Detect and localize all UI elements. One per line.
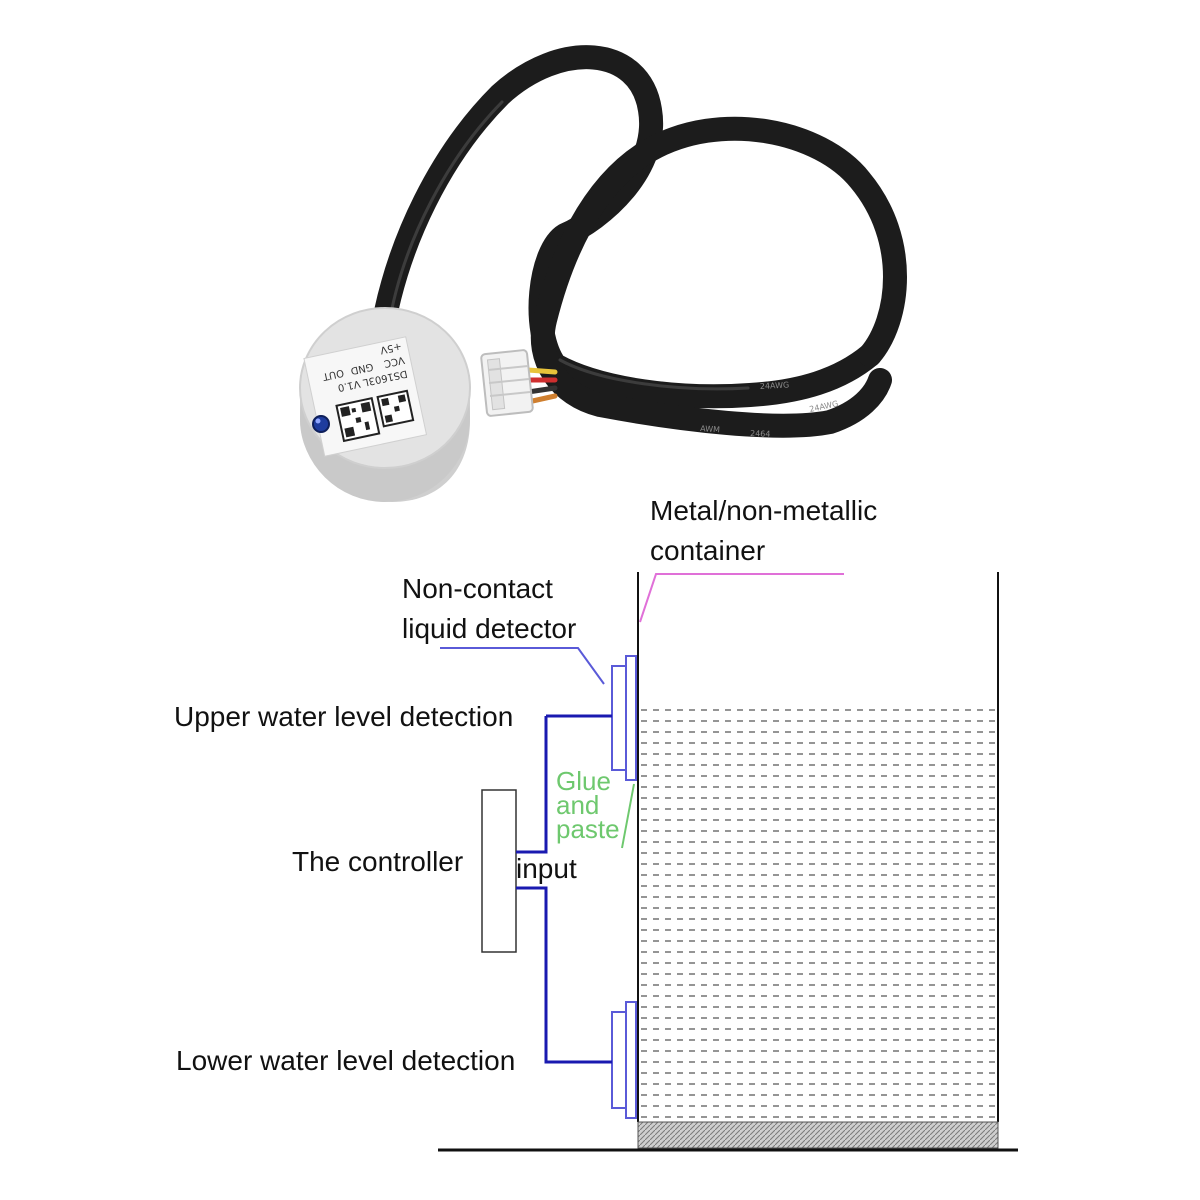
qr-code-icon (335, 397, 381, 443)
container-leader-line (639, 573, 844, 623)
detector-label-line1: Non-contact (402, 573, 553, 604)
water-fill (640, 706, 996, 1120)
cable-print-4: 2464 (750, 429, 771, 439)
glue-label-line3: paste (556, 814, 620, 844)
sensor-body: DS1603L V1.0 VCC GND OUT +5V (299, 307, 471, 502)
sensor-sticker: DS1603L V1.0 VCC GND OUT +5V (303, 336, 428, 457)
product-photo: 24AWG 24AWG AWM 2464 DS1603L V1.0 VCC GN… (299, 45, 907, 502)
upper-sensor (611, 655, 637, 781)
cable-print-1: 24AWG (760, 380, 790, 391)
container-label-line1: Metal/non-metallic (650, 495, 877, 526)
sticker-vcc: VCC (383, 354, 406, 369)
detector-leader-line (440, 647, 605, 685)
jst-connector (480, 349, 534, 417)
sensor-cable (368, 45, 907, 438)
wiring (516, 714, 612, 1064)
detector-label-line2: liquid detector (402, 613, 576, 644)
container-base (637, 1121, 999, 1149)
installation-diagram: Metal/non-metallic container Non-contact… (174, 495, 1018, 1152)
input-label: input (516, 853, 577, 884)
controller-box (481, 789, 517, 953)
led-indicator-icon (312, 415, 330, 433)
lower-level-label: Lower water level detection (176, 1045, 515, 1076)
sticker-out: OUT (321, 367, 345, 382)
glue-label-line1: Glue (556, 766, 611, 796)
sticker-5v: +5V (379, 340, 403, 355)
upper-level-label: Upper water level detection (174, 701, 513, 732)
glue-leader-line (621, 783, 635, 849)
glue-label-line2: and (556, 790, 599, 820)
cable-print-3: AWM (700, 424, 721, 434)
lower-sensor (611, 1001, 637, 1119)
controller-label: The controller (292, 846, 463, 877)
container-label-line2: container (650, 535, 765, 566)
qr-code-icon-2 (376, 389, 415, 428)
sticker-gnd: GND (349, 360, 374, 376)
